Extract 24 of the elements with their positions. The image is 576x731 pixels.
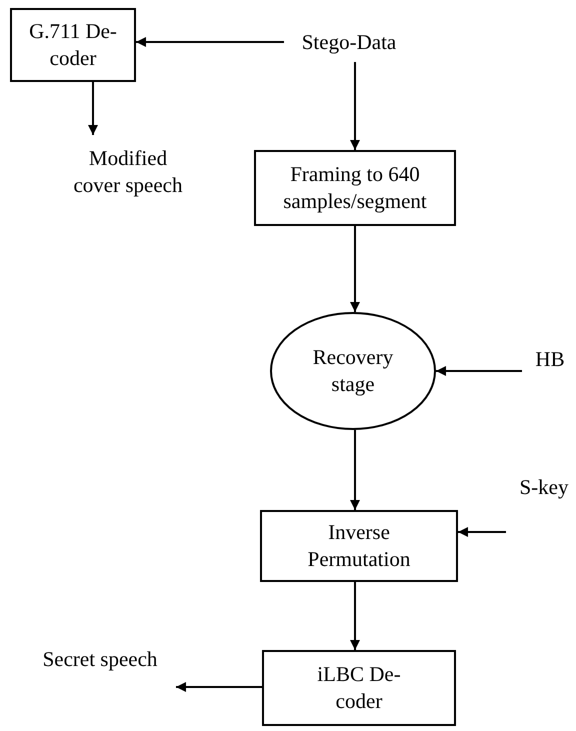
arrow	[350, 62, 360, 150]
process-box	[260, 510, 458, 582]
node-text: Modified cover speech	[72, 145, 184, 199]
process-box	[262, 650, 456, 726]
process-ellipse	[270, 312, 436, 430]
node-text: G.711 De- coder	[28, 18, 118, 72]
node-text: HB	[535, 346, 565, 372]
arrow	[350, 430, 360, 510]
node-text: Secret speech	[42, 646, 158, 672]
node-text: Framing to 640 samples/segment	[282, 161, 428, 215]
arrow	[350, 582, 360, 650]
node-text: Stego-Data	[302, 28, 396, 56]
node-text: Recovery stage	[312, 344, 394, 398]
process-box	[254, 150, 456, 226]
arrow	[458, 527, 506, 537]
node-text: iLBC De- coder	[316, 661, 402, 715]
arrow	[88, 82, 98, 135]
process-box	[10, 8, 136, 82]
node-text: S-key	[520, 474, 568, 500]
arrow	[350, 226, 360, 312]
arrow	[136, 37, 284, 47]
arrow	[436, 366, 522, 376]
arrow	[176, 682, 262, 692]
node-text: Inverse Permutation	[307, 519, 411, 573]
